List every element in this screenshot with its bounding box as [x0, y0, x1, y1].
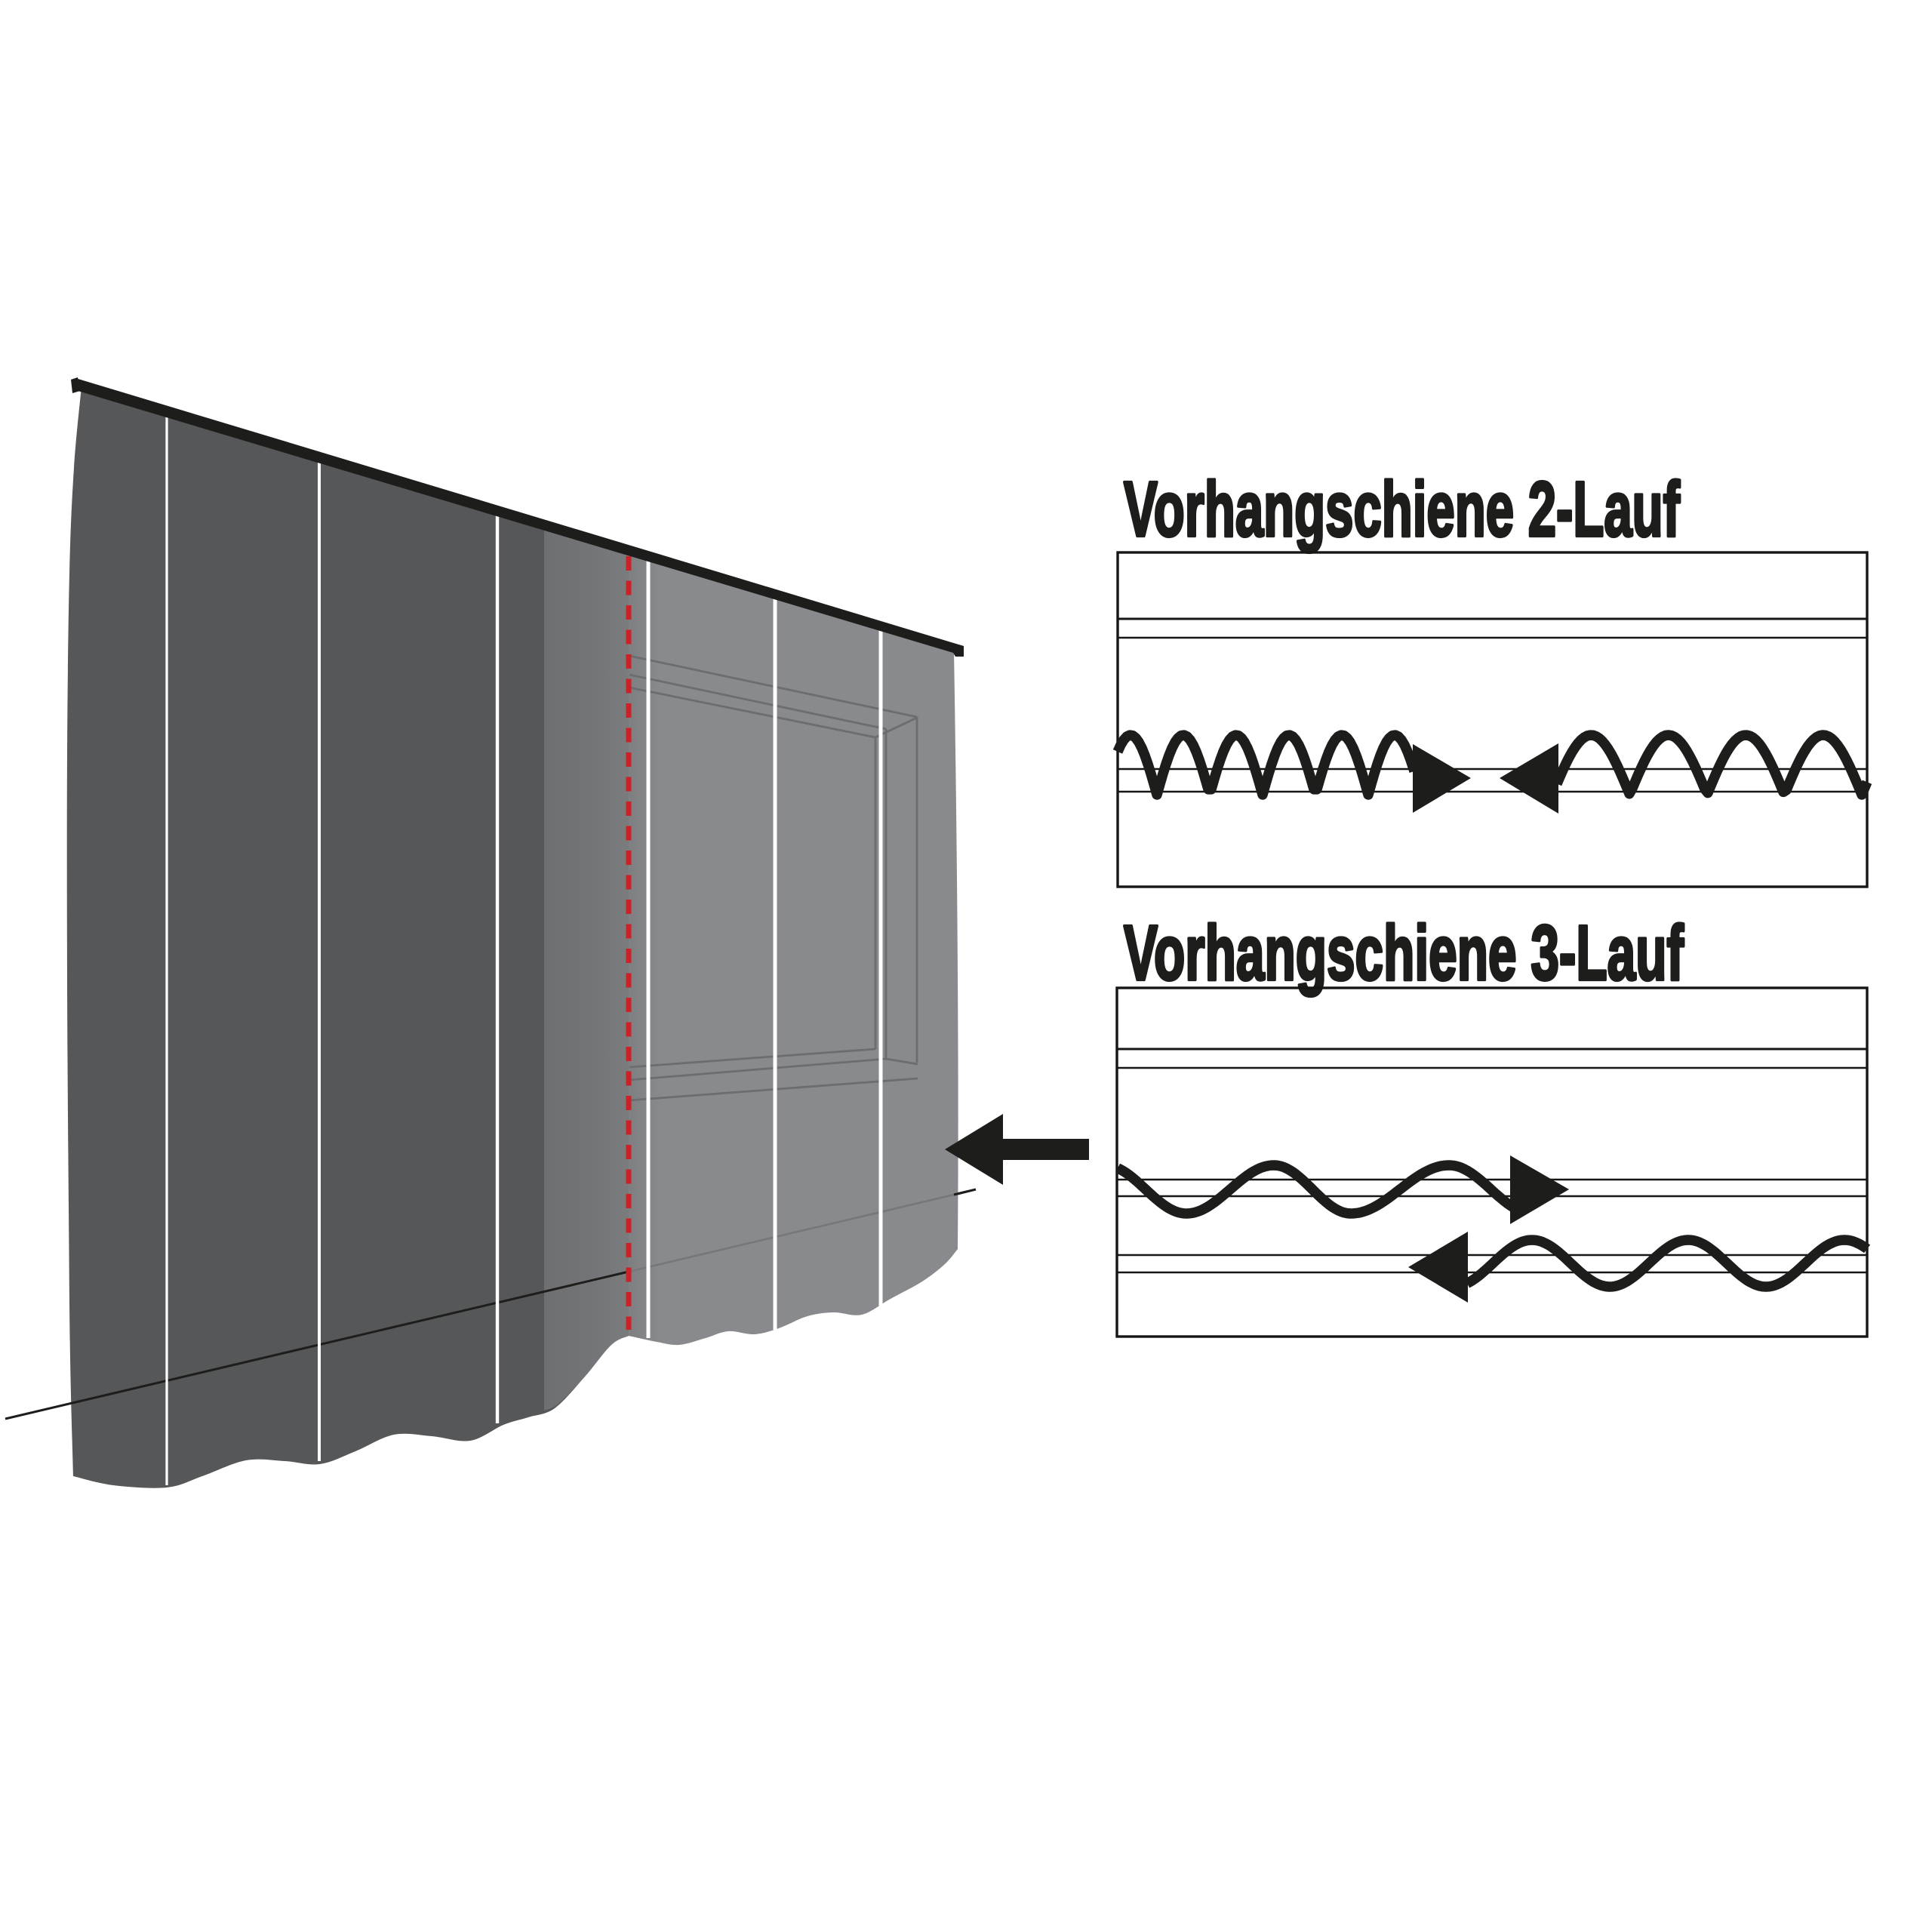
svg-text:Vorhangschiene 3-Lauf: Vorhangschiene 3-Lauf: [1124, 909, 1684, 996]
svg-text:Vorhangschiene 2-Lauf: Vorhangschiene 2-Lauf: [1124, 466, 1680, 552]
